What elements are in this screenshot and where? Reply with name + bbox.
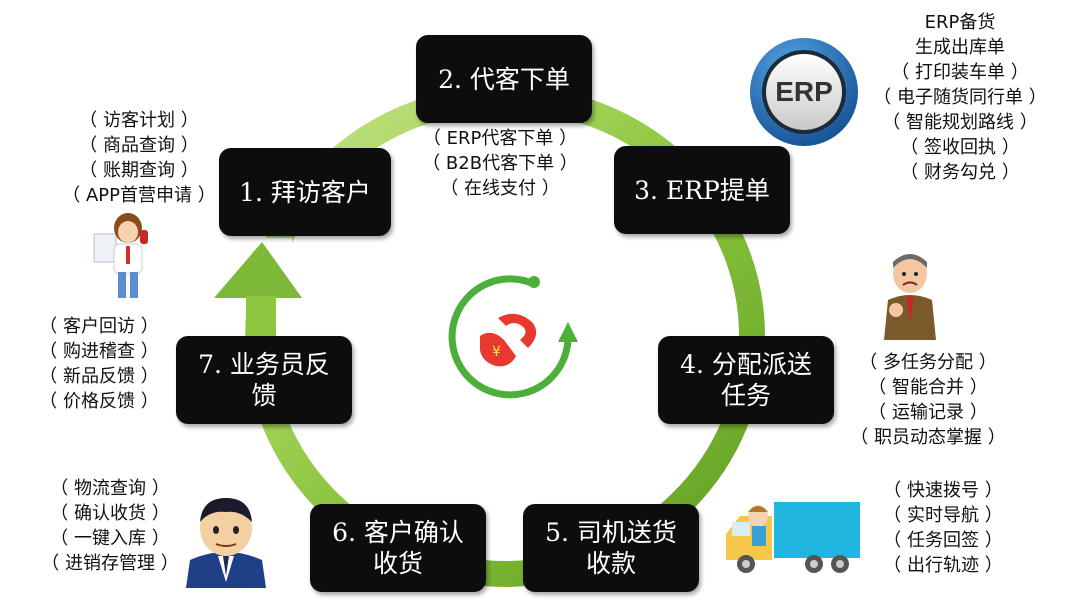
note-line: （ 智能规划路线 ） [882,112,1038,133]
step-6-label: 6. 客户确认 收货 [332,518,464,578]
businessman-icon [186,498,266,588]
step-3-label: 3. ERP提单 [634,175,770,205]
note-line: （ 一键入库 ） [50,528,170,549]
step-2-place-order: 2. 代客下单 [416,35,592,123]
erp-logo-icon: ERP [750,38,858,146]
step-7-salesman-feedback: 7. 业务员反 馈 [176,336,352,424]
note-line: （ 客户回访 ） [39,316,159,337]
note-line: （ 物流查询 ） [50,478,170,499]
notes-erp: ERP备货 生成出库单 （ 打印装车单 ） （ 电子随货同行单 ） （ 智能规划… [860,10,1060,185]
step-2-label: 2. 代客下单 [438,64,570,94]
notes-driver: （ 快速拨号 ） （ 实时导航 ） （ 任务回签 ） （ 出行轨迹 ） [876,478,1010,578]
step-1-label: 1. 拜访客户 [239,177,371,207]
note-line: （ 进销存管理 ） [41,553,179,574]
notes-dispatch: （ 多任务分配 ） （ 智能合并 ） （ 运输记录 ） （ 职员动态掌握 ） [842,350,1014,450]
note-line: （ 职员动态掌握 ） [850,427,1006,448]
note-line: （ 价格反馈 ） [39,391,159,412]
note-line: （ 在线支付 ） [440,178,560,199]
note-line: （ 新品反馈 ） [39,366,159,387]
step-5-label: 5. 司机送货 收款 [545,518,677,578]
note-line: （ 任务回签 ） [883,530,1003,551]
delivery-truck-icon [726,502,860,573]
step-1-visit-customer: 1. 拜访客户 [219,148,391,236]
step-4-label: 4. 分配派送 任务 [680,350,812,410]
note-line: （ ERP代客下单 ） [422,128,578,149]
notes-order: （ ERP代客下单 ） （ B2B代客下单 ） （ 在线支付 ） [405,126,595,201]
center-brand-icon: ¥ [448,275,578,399]
notes-visit: （ 访客计划 ） （ 商品查询 ） （ 账期查询 ） （ APP首营申请 ） [56,108,222,208]
note-line: （ 电子随货同行单 ） [873,87,1047,108]
step-4-dispatch: 4. 分配派送 任务 [658,336,834,424]
ring-arrowhead [214,242,302,298]
note-line: （ 实时导航 ） [883,505,1003,526]
note-line: （ 运输记录 ） [868,402,988,423]
note-line: （ 访客计划 ） [79,110,199,131]
step-6-customer-confirm: 6. 客户确认 收货 [310,504,486,592]
note-line: （ 签收回执 ） [900,137,1020,158]
note-line: （ 快速拨号 ） [883,480,1003,501]
worried-man-icon [884,254,936,340]
brand-yen-mark: ¥ [492,344,501,360]
phone-girl-icon [93,213,148,298]
step-3-erp-order: 3. ERP提单 [614,146,790,234]
note-line: （ 出行轨迹 ） [883,555,1003,576]
note-line: （ B2B代客下单 ） [422,153,578,174]
note-line: （ 商品查询 ） [79,135,199,156]
note-line: ERP备货 [924,12,996,33]
note-line: （ 打印装车单 ） [891,62,1029,83]
notes-confirm: （ 物流查询 ） （ 确认收货 ） （ 一键入库 ） （ 进销存管理 ） [36,476,184,576]
note-line: （ APP首营申请 ） [62,185,216,206]
notes-feedback: （ 客户回访 ） （ 购进稽查 ） （ 新品反馈 ） （ 价格反馈 ） [30,314,168,414]
note-line: 生成出库单 [915,37,1005,58]
note-line: （ 账期查询 ） [79,160,199,181]
step-5-driver-delivery: 5. 司机送货 收款 [523,504,699,592]
erp-logo-text: ERP [775,76,833,107]
note-line: （ 财务勾兑 ） [900,162,1020,183]
brand-arrow [558,322,578,342]
note-line: （ 确认收货 ） [50,503,170,524]
note-line: （ 多任务分配 ） [859,352,997,373]
note-line: （ 购进稽查 ） [39,341,159,362]
step-7-label: 7. 业务员反 馈 [198,350,330,410]
note-line: （ 智能合并 ） [868,377,988,398]
